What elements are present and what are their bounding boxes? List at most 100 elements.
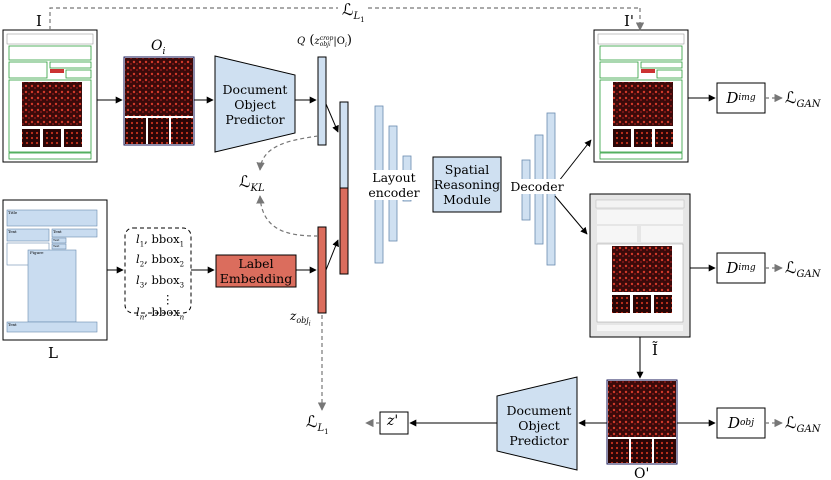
label-embedding-line1: Label [238,256,274,271]
q-z: z [314,36,320,47]
q-given-sub: i [344,42,347,49]
l3-sub: 3 [139,280,145,289]
solid-arrows [97,94,716,427]
generated-object-label: O' [634,466,650,480]
label-embedding-box [215,254,297,288]
label-list-box [124,227,192,314]
input-image-label: I [36,12,42,30]
layout-label: L [48,344,58,362]
reconstructed-document-I-prime [593,29,689,163]
label-embedding-label: Label Embedding [216,255,296,287]
l1-bottom-sub: L [317,423,325,435]
gan-top-sym: ℒ [785,88,797,107]
q-crop: crop [319,34,334,42]
dop-bottom-line1: Document [506,402,572,418]
object-crop-Oi [123,56,195,146]
d-img-box-bottom [716,252,766,284]
dop-top-line3: Predictor [225,111,285,127]
layout-field-text-1: Text [8,229,17,234]
bbox2: bbox [151,252,180,267]
doc-object-predictor-bottom-label: Document Object Predictor [503,398,575,452]
kl-sub: KL [250,183,265,195]
l1-sub: 1 [139,240,145,249]
label-item-3: l3, bbox3 [136,272,185,289]
dop-top-line2: Object [234,96,276,112]
decoder-text: Decoder [509,178,565,194]
label-list: l1, bbox1 l2, bbox2 l3, bbox3 ⋮ ln, bbox… [136,232,184,325]
oi-sub: i [162,46,166,57]
spatial-reasoning-box [432,156,502,213]
q-main: Q [297,36,306,47]
layout-field-title: Title [8,210,18,215]
label-item-1: l1, bbox1 [136,232,185,249]
dimg-top-sub: img [738,92,756,103]
dimg-bottom-sym: D [726,259,739,277]
dobj-sym: D [727,414,741,432]
kl-sym: ℒ [239,172,251,191]
doc-object-predictor-top-label: Document Object Predictor [222,74,288,134]
q-obj-i: i [329,41,331,48]
bbox3-sub: 3 [179,280,185,289]
loss-gan-bottom: ℒGAN [785,413,821,435]
generated-image-label: Ĩ [652,341,658,359]
q-given: |O [333,36,345,47]
layout-encoder-label: Layout encoder [366,167,422,203]
label-ellipsis: ⋮ [162,291,174,306]
zobj-subsub: i [308,320,311,328]
q-latent-bar [317,56,327,146]
l3: l [136,272,140,287]
bboxn: bbox [151,304,180,319]
zobj-main: z [290,309,297,323]
doc-object-predictor-top-shape [214,55,296,153]
ln: l [136,304,140,319]
gan-top-sub: GAN [796,99,821,111]
l1-bottom-sym: ℒ [306,412,318,431]
gan-bottom-sub: GAN [796,424,821,436]
layout-field-figure: Figure [30,250,44,255]
dop-bottom-line3: Predictor [509,432,569,448]
oi-main: O [151,38,163,54]
dimg-bottom-sub: img [738,262,756,273]
loss-l1-top: ℒL1 [340,0,367,25]
l1-top-sub: L [353,11,361,23]
spatial-reasoning-label: Spatial Reasoning Module [433,157,501,212]
spatial-line1: Spatial [444,162,490,177]
loss-l1-bottom: ℒL1 [306,412,329,436]
l1-top-subsub: 1 [360,16,365,25]
layout-encoder-line1: Layout [371,170,417,185]
z-prime-label: z' [387,413,399,429]
l1: l [136,232,140,246]
decoder-label: Decoder [509,178,565,194]
reconstructed-image-label: I' [624,12,635,30]
spatial-line2: Reasoning [433,177,501,192]
generated-object-O-prime [606,379,678,465]
l2: l [136,252,140,267]
dashed-arrows [49,7,783,428]
bboxn-sub: n [179,313,185,322]
dobj-sub: obj [740,417,754,428]
input-document-I [2,29,98,163]
layout-field-text-5: Text [8,322,17,327]
layout-field-text-4: Text [53,244,60,248]
concat-bar-red [339,187,349,275]
l2-sub: 2 [139,260,145,269]
z-obj-label: zobji [290,309,311,328]
bbox2-sub: 2 [179,260,185,269]
l1-top-sym: ℒ [342,0,354,19]
gan-bottom-sym: ℒ [785,413,797,432]
bbox3: bbox [151,272,180,287]
doc-object-predictor-bottom-shape [496,376,578,471]
bbox1: bbox [151,232,180,246]
bbox1-sub: 1 [179,240,185,249]
loss-kl: ℒKL [239,172,265,194]
generated-document-I-tilde [589,193,691,338]
layout-field-text-3: Text [53,238,60,242]
dimg-top-sym: D [726,89,739,107]
layout-field-text-2: Text [53,229,62,234]
label-item-2: l2, bbox2 [136,252,185,269]
zobj-sub: obj [296,316,309,326]
